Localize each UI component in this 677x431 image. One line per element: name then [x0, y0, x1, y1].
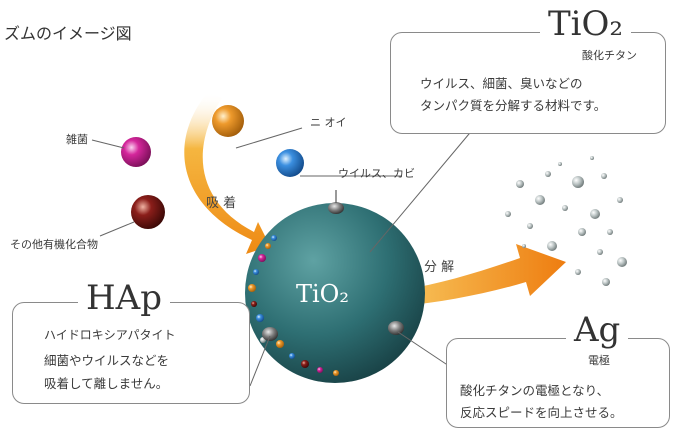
hap-box-subtitle: ハイドロキシアパタイト [44, 328, 176, 342]
tio2-box-line-1: ウイルス、細菌、臭いなどの [420, 76, 583, 91]
label-organic: その他有機化合物 [10, 238, 98, 251]
ag-box-subtitle: 電極 [588, 354, 610, 367]
tio2-box-subtitle: 酸化チタン [582, 49, 637, 62]
tio2-sphere [245, 203, 425, 383]
sphere-label: TiO₂ [296, 280, 349, 308]
particle-virus [276, 149, 304, 177]
hap-info-box [12, 302, 250, 404]
particle-odor [212, 105, 244, 137]
hap-box-line-2: 吸着して離しません。 [44, 376, 169, 391]
adsorb-arrow [184, 92, 270, 254]
adsorb-label: 吸 着 [206, 196, 237, 211]
label-virus: ウイルス、カビ [338, 167, 415, 180]
ag-box-line-1: 酸化チタンの電極となり、 [460, 383, 610, 398]
particle-leaders [91, 127, 402, 237]
ag-info-box [446, 338, 670, 428]
ag-box-title: Ag [566, 310, 629, 350]
hap-box-line-1: 細菌やウイルスなどを [44, 353, 170, 368]
particle-bacteria [121, 137, 151, 167]
decompose-arrow [402, 244, 566, 306]
hap-box-title: HAp [78, 278, 170, 318]
ag-electrodes [262, 190, 404, 341]
tio2-box-title: TiO₂ [540, 4, 632, 44]
ag-box-line-2: 反応スピードを向上させる。 [460, 405, 623, 420]
decomposed-particles [505, 156, 627, 286]
label-odor: ニ オイ [310, 116, 347, 129]
tio2-info-box [390, 32, 666, 134]
label-bacteria: 雑菌 [66, 133, 88, 146]
page-title: ズムのイメージ図 [4, 24, 132, 43]
particle-organic [131, 195, 165, 229]
tio2-box-line-2: タンパク質を分解する材料です。 [420, 98, 607, 113]
decompose-label: 分 解 [424, 260, 455, 275]
